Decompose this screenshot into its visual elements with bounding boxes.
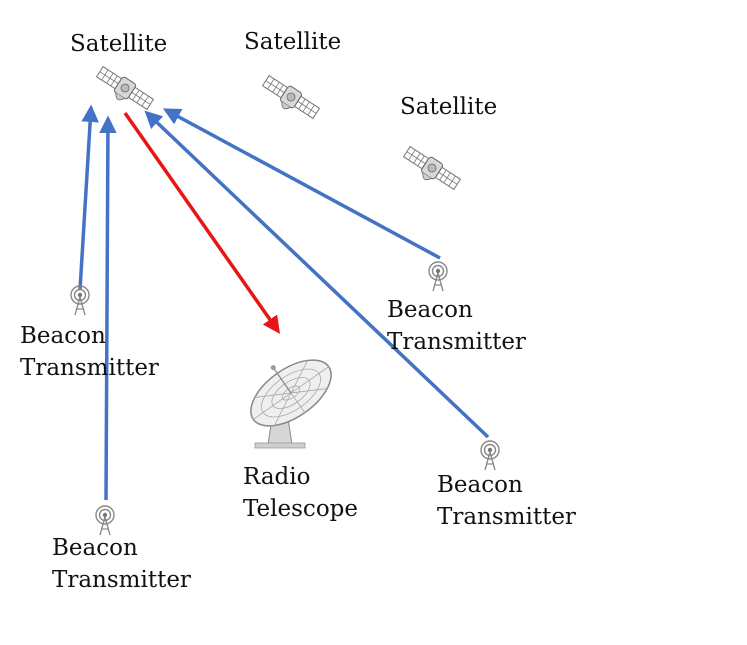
satellite-icon	[91, 63, 156, 117]
beacon-antenna-icon	[95, 505, 115, 536]
uplink-arrow	[144, 110, 490, 439]
beacon-transmitter-label: Beacon Transmitter	[52, 535, 191, 593]
beacon-transmitter-label: Beacon Transmitter	[387, 297, 526, 355]
radio-dish-icon	[250, 359, 332, 449]
downlink-arrow	[123, 111, 281, 334]
radio-telescope-label: Radio Telescope	[243, 464, 358, 522]
beacon-transmitter-label: Beacon Transmitter	[437, 472, 576, 530]
satellite-label: Satellite	[70, 31, 168, 57]
beacon-antenna-icon	[480, 440, 500, 471]
satellite-label: Satellite	[244, 29, 342, 55]
beacon-transmitter-label: Beacon Transmitter	[20, 323, 159, 381]
beacon-antenna-icon	[70, 285, 90, 316]
satellite-icon	[398, 143, 463, 197]
uplink-arrow	[99, 115, 117, 501]
satellite-label: Satellite	[400, 94, 498, 120]
beacon-antenna-icon	[428, 261, 448, 292]
satellite-icon	[257, 72, 322, 126]
uplink-arrow	[162, 108, 441, 260]
uplink-arrow	[78, 104, 99, 291]
